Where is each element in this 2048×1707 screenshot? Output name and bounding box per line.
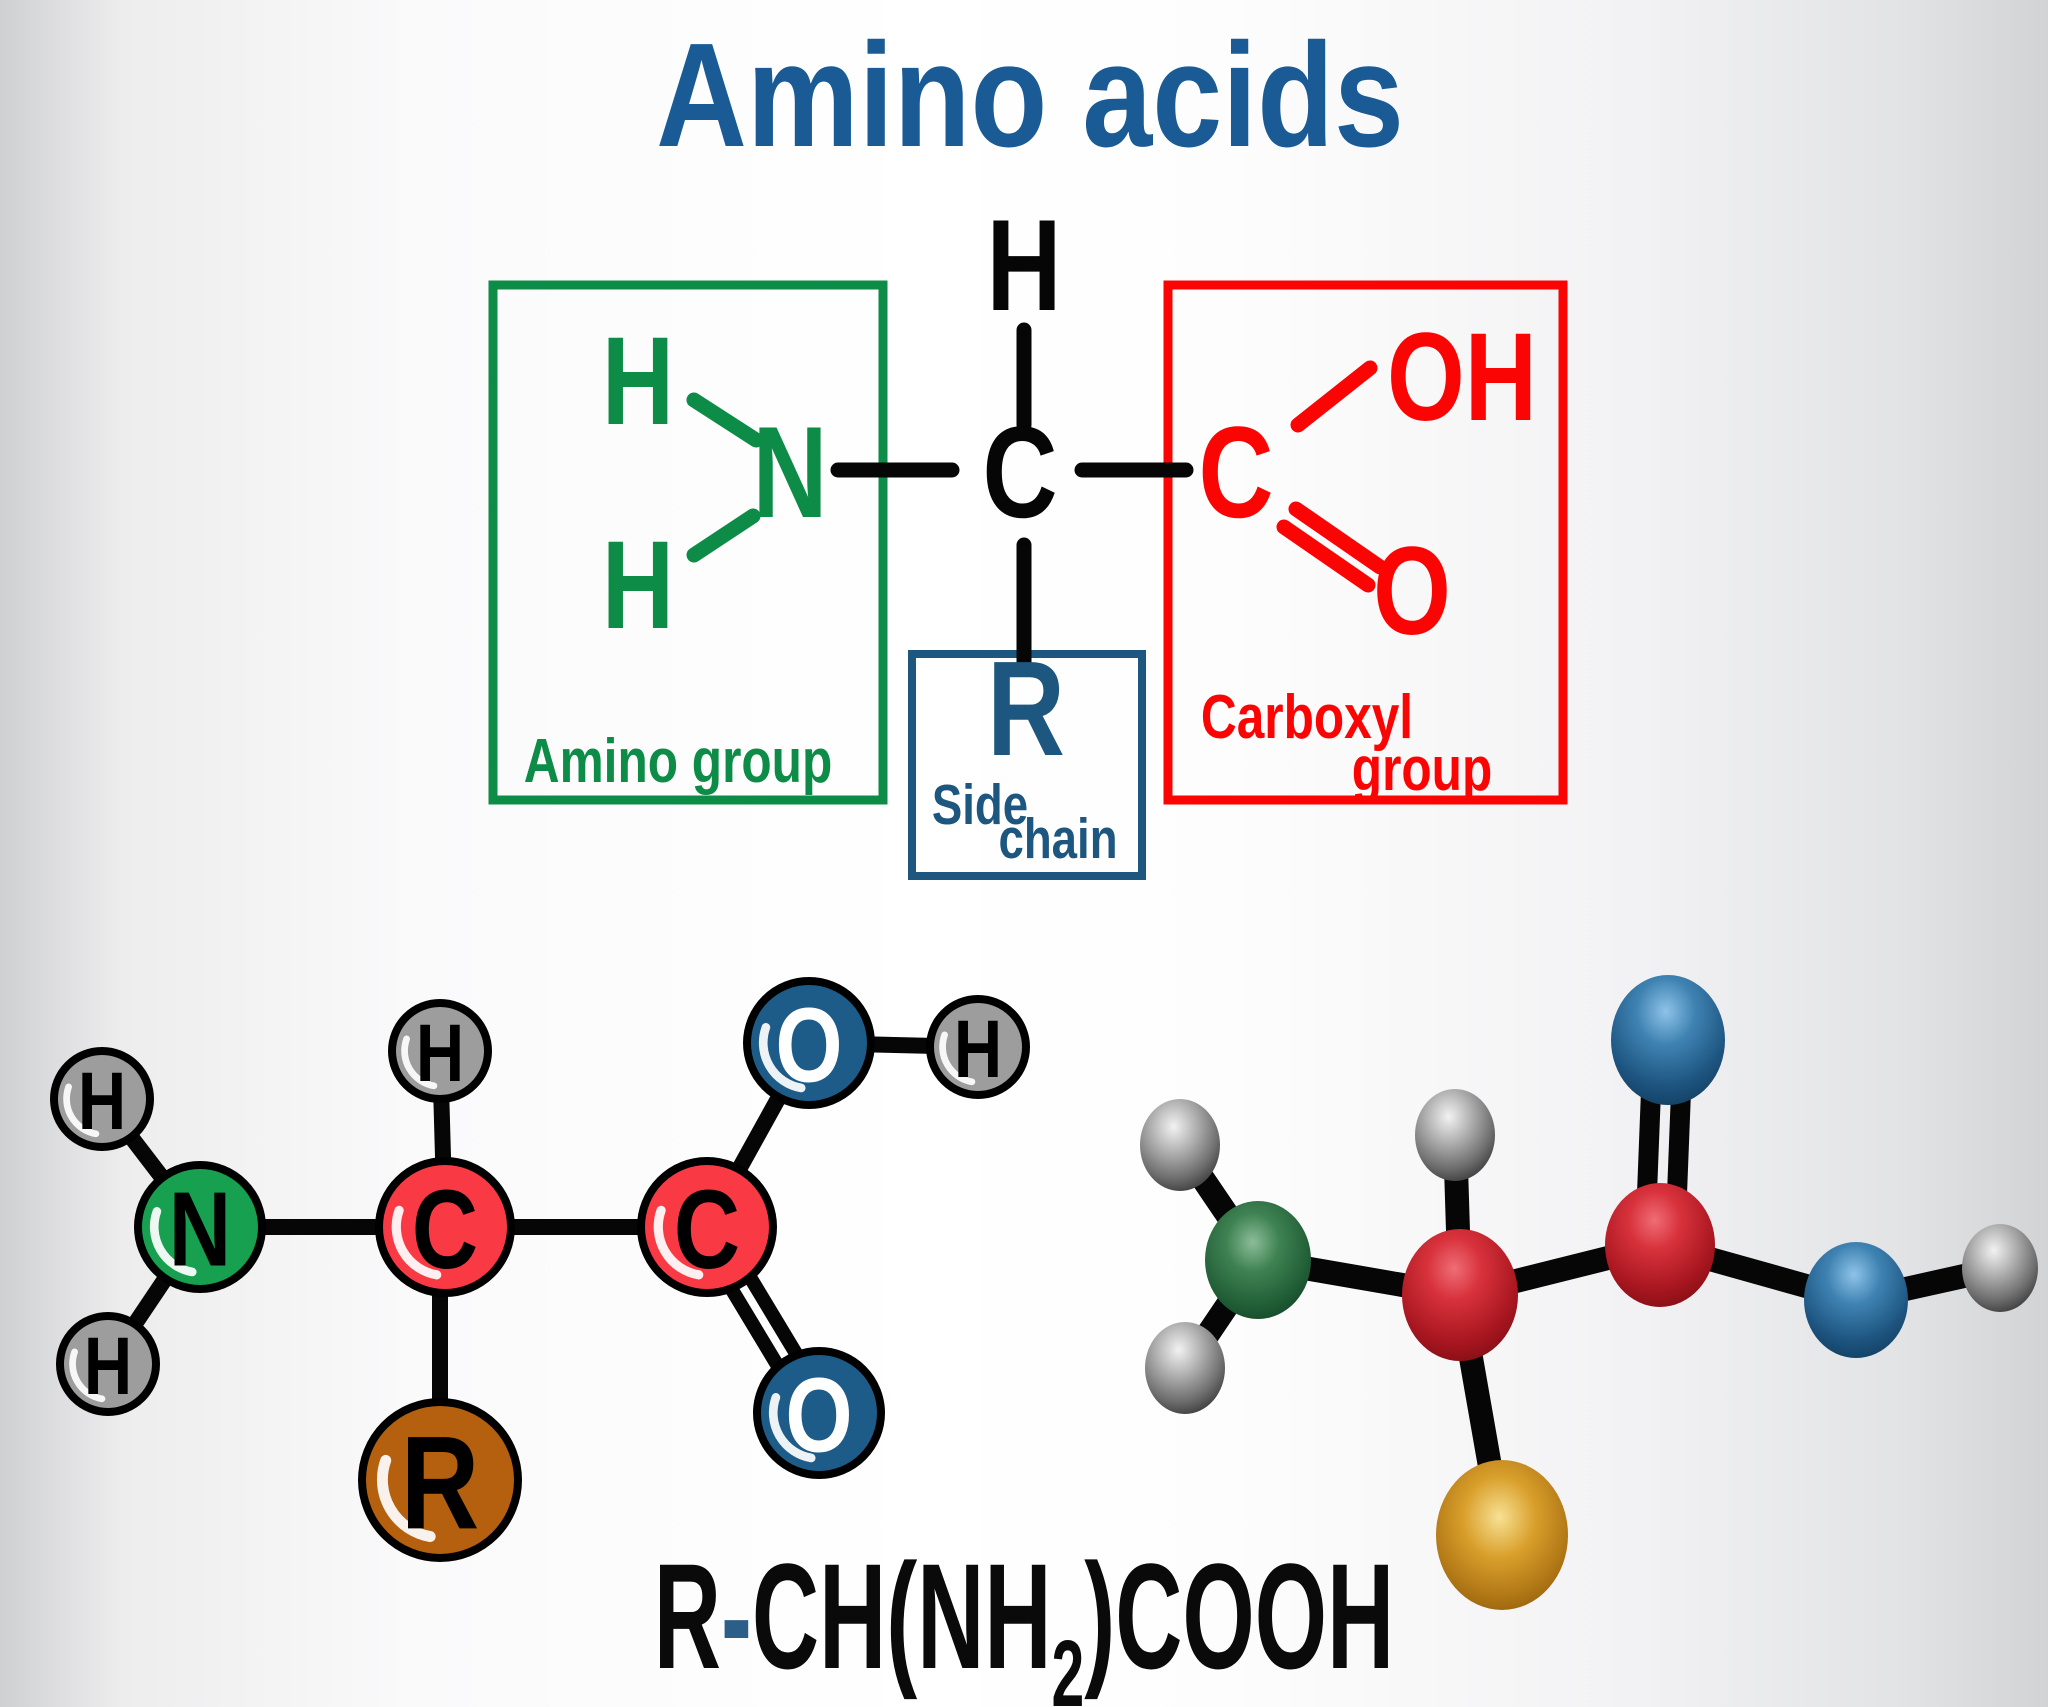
structural-formula: H C H H N C OH O R Amino group Carboxyl …: [488, 192, 1568, 880]
formula-dash: -: [721, 1533, 752, 1700]
chemical-formula: R-CH(NH2)COOH: [654, 1533, 1394, 1707]
carboxyl-label-line2: group: [1352, 734, 1492, 804]
double-bond-c-o-1: [1276, 519, 1376, 593]
formula-text: R-CH(NH2)COOH: [654, 1533, 1394, 1707]
atom-3d-h: [1962, 1224, 2038, 1312]
amino-group-label: Amino group: [524, 726, 832, 796]
side-chain-r: R: [987, 632, 1065, 783]
atom-2d-label-h: H: [954, 1002, 1002, 1094]
amino-nitrogen: N: [752, 399, 827, 545]
model-3d: [1140, 975, 2038, 1610]
page-title: Amino acids: [656, 13, 1404, 178]
atom-3d-c: [1402, 1229, 1518, 1361]
model-3d-atoms: [1140, 975, 2038, 1610]
atom-3d-n: [1205, 1201, 1311, 1319]
atom-3d-c: [1605, 1183, 1715, 1307]
atom-2d-label-r: R: [401, 1408, 480, 1557]
formula-tail: )COOH: [1084, 1533, 1394, 1700]
atom-3d-h: [1415, 1089, 1495, 1181]
atom-2d-label-h: H: [84, 1319, 132, 1411]
carboxyl-carbon: C: [1198, 399, 1273, 545]
carboxyl-bonds: [1276, 360, 1388, 593]
amino-bonds: [686, 392, 764, 563]
bond-h-n-top: [686, 392, 764, 448]
carboxyl-oxygen: O: [1373, 521, 1451, 660]
atom-highlight: [653, 1205, 704, 1280]
formula-chain: CH(NH: [752, 1533, 1052, 1700]
atom-3d-o: [1804, 1242, 1908, 1358]
bond-h-n-bottom: [686, 508, 761, 563]
formula-subscript: 2: [1052, 1619, 1085, 1707]
double-bond-c-o-2: [1288, 501, 1388, 575]
atom-2d-label-h: H: [416, 1006, 464, 1098]
atom-2d-label-h: H: [78, 1054, 126, 1146]
alpha-hydrogen: H: [986, 192, 1061, 338]
amino-h-top: H: [602, 311, 674, 450]
bond-c-oh: [1290, 360, 1378, 433]
side-chain-label-line1: Side: [932, 772, 1028, 836]
alpha-carbon: C: [982, 399, 1057, 545]
atom-highlight: [63, 1083, 100, 1138]
atom-highlight: [768, 1393, 816, 1463]
carboxyl-label-line1: Carboxyl: [1201, 682, 1413, 752]
skeleton-bonds: [830, 322, 1194, 670]
atom-highlight: [69, 1348, 106, 1403]
atom-2d-label-o: O: [775, 987, 842, 1104]
amino-group-box: [488, 280, 888, 805]
atom-highlight: [758, 1023, 806, 1093]
atom-2d-label-c: C: [412, 1166, 478, 1292]
atom-2d-label-c: C: [674, 1166, 740, 1292]
atom-3d-r: [1436, 1460, 1568, 1610]
atom-highlight: [939, 1031, 976, 1086]
atom-highlight: [376, 1454, 436, 1543]
atom-highlight: [149, 1207, 197, 1277]
amino-h-bottom: H: [602, 515, 674, 654]
atom-highlight: [401, 1035, 438, 1090]
atom-2d-label-n: N: [169, 1171, 231, 1288]
atom-3d-o: [1611, 975, 1725, 1105]
atom-2d-label-o: O: [785, 1357, 852, 1474]
carboxyl-oh: OH: [1387, 307, 1537, 446]
atom-3d-h: [1140, 1099, 1220, 1191]
atom-highlight: [391, 1205, 442, 1280]
formula-r: R: [654, 1533, 721, 1700]
carboxyl-group-box: [1163, 280, 1568, 805]
side-chain-label-line2: chain: [998, 806, 1117, 870]
atom-3d-h: [1145, 1322, 1225, 1414]
